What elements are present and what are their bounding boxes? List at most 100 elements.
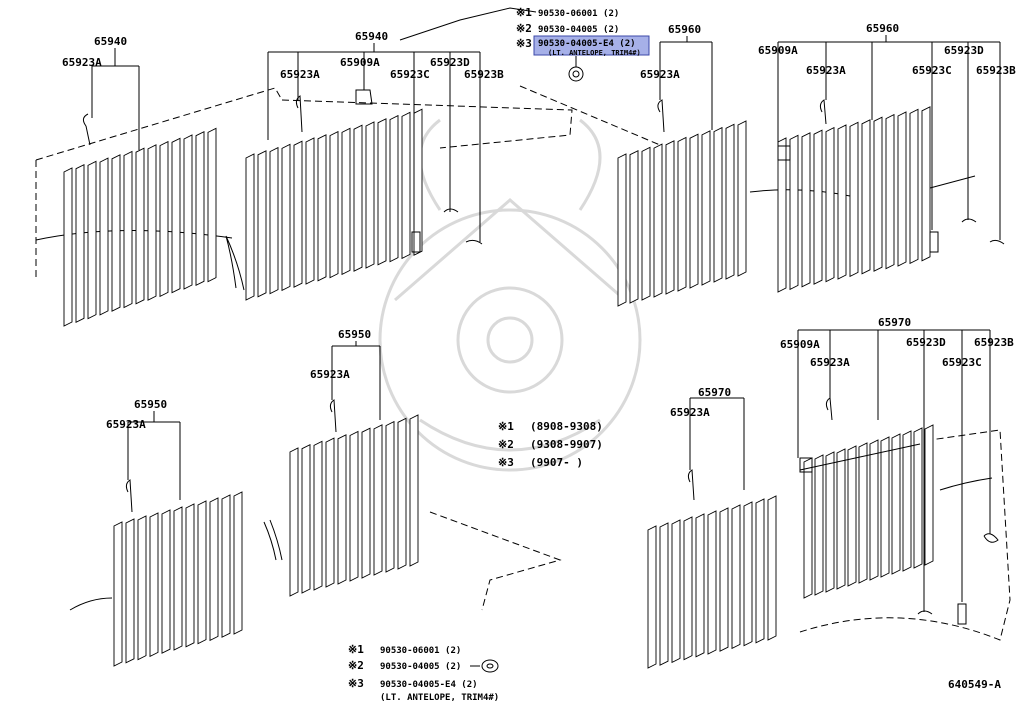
louver-slat — [653, 143, 663, 298]
louver-slat — [858, 442, 868, 584]
louver-slat — [891, 433, 901, 575]
slat-group — [803, 424, 934, 599]
legend-range-3: (9907- ) — [530, 456, 583, 469]
label-65923a: 65923A — [670, 406, 710, 419]
louver-set-65950-right — [289, 345, 562, 611]
louver-slat — [373, 424, 383, 576]
label-65923a: 65923A — [62, 56, 102, 69]
louver-slat — [149, 512, 159, 658]
louver-slat — [921, 106, 931, 262]
part-90530-04005: 90530-04005 (2) — [380, 662, 461, 672]
figure-number: 640549-A — [948, 678, 1001, 691]
louver-slat — [803, 457, 813, 599]
louver-slat — [671, 519, 681, 664]
louver-slat — [902, 430, 912, 572]
louver-slat — [909, 108, 919, 265]
louver-set-65950-left — [69, 421, 283, 667]
louver-slat — [365, 121, 375, 269]
slat-group — [289, 414, 419, 597]
louver-slat — [409, 414, 419, 567]
louver-slat — [305, 137, 315, 285]
louver-set-65940-right — [225, 51, 573, 301]
louver-slat — [123, 150, 133, 309]
label-65909a: 65909A — [758, 44, 798, 57]
label-65923c: 65923C — [912, 64, 952, 77]
louver-slat — [135, 147, 145, 305]
louver-slat — [647, 525, 657, 669]
louver-slat — [63, 167, 73, 327]
label-65923b: 65923B — [974, 336, 1014, 349]
mark-1: ※1 — [516, 6, 532, 19]
mark-3: ※3 — [348, 677, 364, 690]
louver-slat — [197, 500, 207, 645]
louver-slat — [183, 134, 193, 290]
louver-slat — [289, 447, 299, 597]
louver-slat — [397, 417, 407, 570]
louver-slat — [349, 430, 359, 582]
louver-slat — [377, 118, 387, 266]
mark-3: ※3 — [516, 37, 532, 50]
louver-slat — [689, 133, 699, 289]
louver-set-65960-left — [519, 41, 747, 307]
louver-slat — [659, 522, 669, 666]
louver-slat — [789, 134, 799, 291]
louver-slat — [861, 119, 871, 275]
slat-group — [113, 491, 243, 667]
louver-slat — [713, 126, 723, 283]
label-65923a: 65923A — [640, 68, 680, 81]
louver-slat — [413, 108, 423, 256]
louver-slat — [731, 504, 741, 650]
part-90530-04005-e4: 90530-04005-E4 (2) — [380, 680, 478, 690]
louver-set-65940-left — [35, 65, 283, 327]
louver-slat — [269, 146, 279, 295]
label-65923c: 65923C — [942, 356, 982, 369]
legend-mark-1: ※1 — [498, 420, 514, 433]
louver-slat — [171, 137, 181, 294]
louver-set-65960-right — [749, 41, 1005, 293]
louver-set-65970-right — [797, 329, 1011, 641]
watermark-crest — [378, 118, 642, 472]
louver-slat — [195, 130, 205, 287]
louver-slat — [880, 436, 890, 578]
louver-slat — [401, 111, 411, 260]
louver-slat — [325, 437, 335, 588]
slat-group — [63, 127, 217, 327]
fastener-callout-top: ※1 90530-06001 (2) ※2 90530-04005 (2) ※3… — [399, 6, 650, 82]
trim-note: (LT. ANTELOPE, TRIM4#) — [380, 693, 499, 703]
date-range-legend: ※1 (8908-9308) ※2 (9308-9907) ※3 (9907- … — [498, 420, 603, 469]
part-90530-06001: 90530-06001 (2) — [380, 646, 461, 656]
louver-slat — [317, 134, 327, 282]
mark-2: ※2 — [516, 22, 532, 35]
label-65923a: 65923A — [810, 356, 850, 369]
louver-slat — [683, 516, 693, 661]
louver-slat — [137, 515, 147, 661]
label-65970: 65970 — [878, 316, 911, 329]
louver-slat — [75, 163, 85, 324]
slat-group — [617, 120, 747, 307]
louver-slat — [677, 136, 687, 292]
part-90530-06001: 90530-06001 (2) — [538, 9, 619, 19]
louver-slat — [813, 129, 823, 285]
louver-slat — [701, 130, 711, 286]
louver-slat — [361, 427, 371, 579]
louver-slat — [825, 451, 835, 593]
louver-slat — [913, 427, 923, 569]
legend-range-1: (8908-9308) — [530, 420, 603, 433]
louver-slat — [221, 494, 231, 638]
louver-slat — [173, 506, 183, 651]
louver-slat — [801, 132, 811, 288]
louver-slat — [836, 448, 846, 590]
louver-slat — [293, 140, 303, 288]
slat-group — [245, 108, 423, 301]
nut-icon — [568, 56, 584, 82]
louver-slat — [113, 521, 123, 667]
louver-slat — [737, 120, 747, 277]
louver-slat — [825, 126, 835, 283]
louver-slat — [617, 153, 627, 307]
louver-slat — [641, 146, 651, 301]
louver-slat — [743, 501, 753, 647]
label-65960: 65960 — [668, 23, 701, 36]
louver-slat — [125, 518, 135, 664]
label-65923a: 65923A — [280, 68, 320, 81]
louver-slat — [329, 130, 339, 279]
